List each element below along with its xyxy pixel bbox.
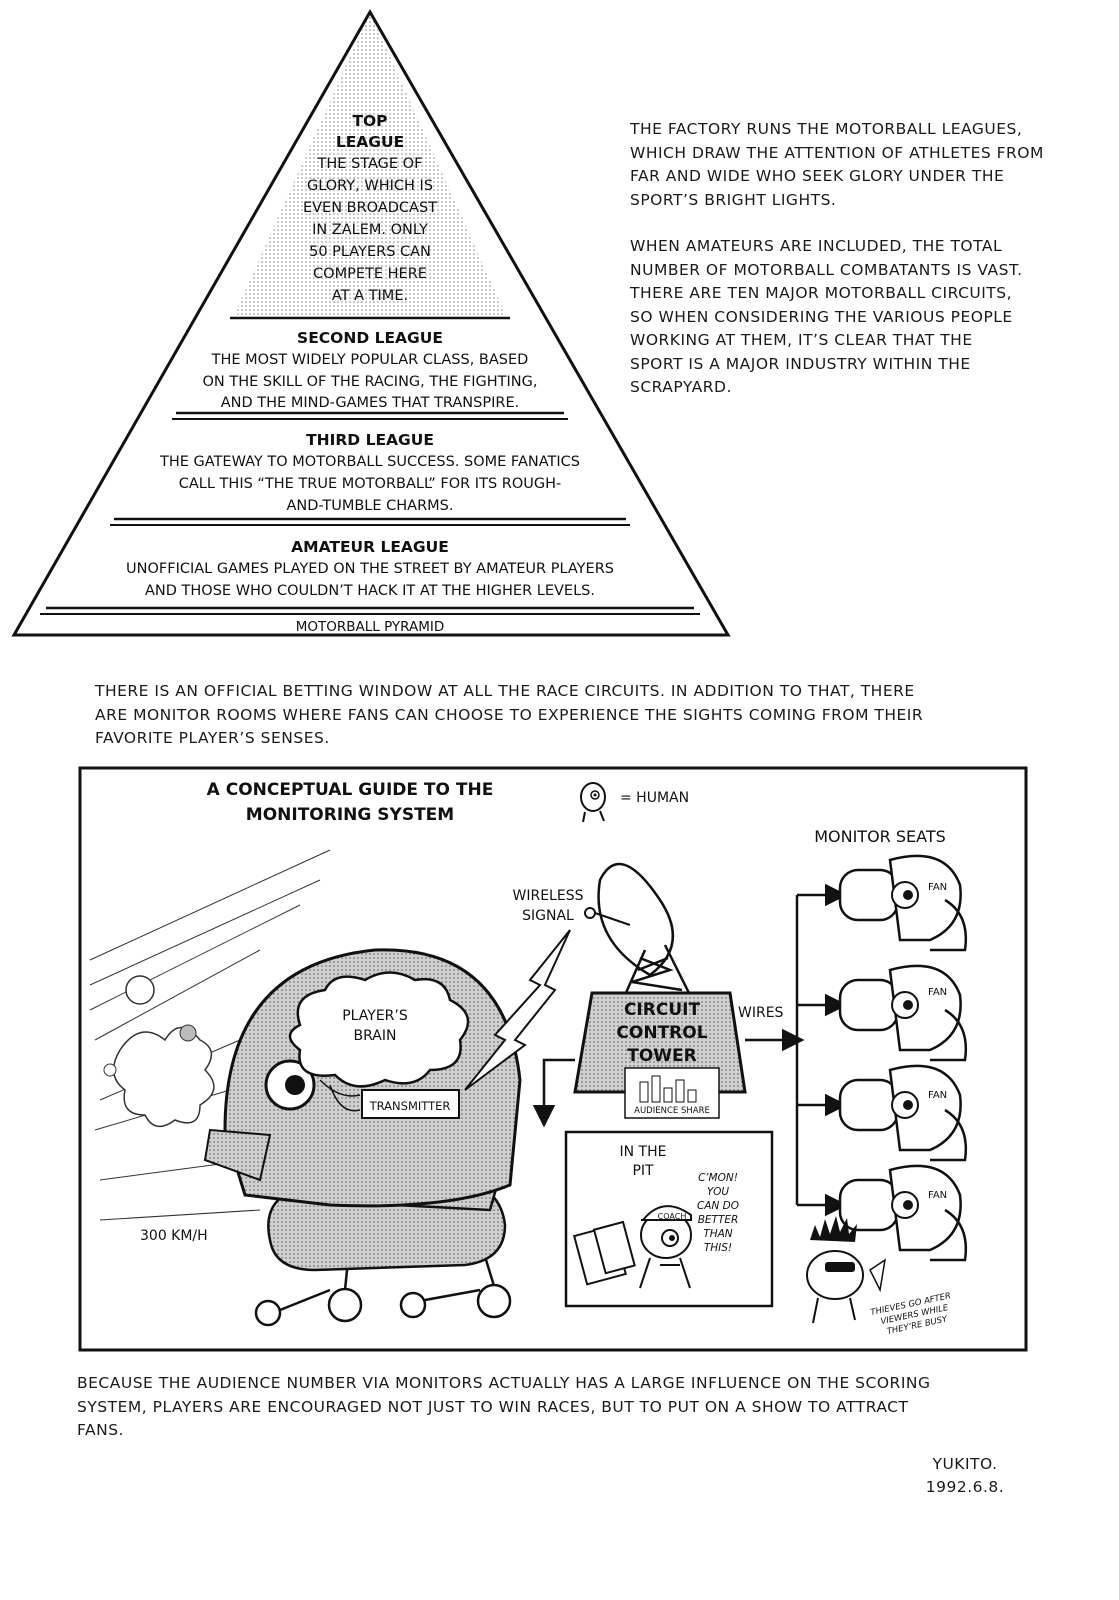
coach-speech-line: YOU (707, 1186, 729, 1198)
wireless-label: WIRELESS (513, 888, 584, 904)
coach-speech: C’MON! YOU CAN DO BETTER THAN THIS! (697, 1172, 739, 1254)
top-league-desc: COMPETE HERE (313, 266, 427, 282)
coach-speech-line: BETTER (698, 1214, 739, 1226)
tower-label: CONTROL (616, 1023, 707, 1043)
fan-label: FAN (928, 1090, 947, 1101)
thief (806, 1216, 887, 1324)
tower-label: CIRCUIT (624, 1000, 700, 1020)
third-league-desc: THE GATEWAY TO MOTORBALL SUCCESS. SOME F… (159, 454, 580, 470)
footer-paragraph: BECAUSE THE AUDIENCE NUMBER VIA MONITORS… (77, 1374, 931, 1439)
fan-label: FAN (928, 1190, 947, 1201)
player-robot (203, 948, 522, 1327)
explosion-debris (103, 975, 215, 1128)
coach-speech-line: CAN DO (697, 1200, 739, 1212)
pit-monitor (572, 1220, 636, 1286)
coach (639, 1205, 692, 1289)
wireless-bolt (464, 929, 571, 1091)
pit-label: IN THE (620, 1144, 667, 1160)
satellite-dish-tower (584, 862, 692, 996)
monitor-seats-label: MONITOR SEATS (814, 827, 946, 846)
pit-label: PIT (632, 1163, 654, 1179)
fan-seat (838, 964, 968, 1062)
intro-paragraph-1: THE FACTORY RUNS THE MOTORBALL LEAGUES, … (630, 120, 1044, 209)
top-league-desc: 50 PLAYERS CAN (309, 244, 431, 260)
tower-label: TOWER (627, 1046, 697, 1066)
top-league-desc: EVEN BROADCAST (303, 200, 437, 216)
human-legend-icon (580, 782, 606, 823)
amateur-league-desc: UNOFFICIAL GAMES PLAYED ON THE STREET BY… (126, 561, 614, 577)
third-league-desc: CALL THIS “THE TRUE MOTORBALL” FOR ITS R… (179, 476, 561, 492)
top-league-desc: AT A TIME. (332, 288, 408, 304)
player-brain (288, 971, 470, 1088)
pyramid-outline (11, 8, 731, 637)
betting-paragraph: THERE IS AN OFFICIAL BETTING WINDOW AT A… (95, 682, 924, 747)
diagram-title: MONITORING SYSTEM (246, 805, 454, 825)
transmitter-label: TRANSMITTER (369, 1099, 451, 1113)
brain-label: PLAYER’S (342, 1008, 408, 1024)
third-league-desc: AND-TUMBLE CHARMS. (287, 498, 454, 514)
signature-date: 1992.6.8. (925, 1478, 1005, 1496)
second-league-title: SECOND LEAGUE (297, 329, 443, 347)
coach-label: COACH (658, 1212, 687, 1221)
pyramid-caption: MOTORBALL PYRAMID (296, 619, 445, 635)
top-league-desc: THE STAGE OF (317, 156, 423, 172)
coach-speech-line: C’MON! (698, 1172, 738, 1184)
fan-seat (838, 1064, 968, 1162)
signature-name: YUKITO. (932, 1455, 998, 1473)
diagram-title: A CONCEPTUAL GUIDE TO THE (207, 780, 494, 800)
intro-paragraph-2: WHEN AMATEURS ARE INCLUDED, THE TOTAL NU… (630, 237, 1023, 396)
amateur-league-title: AMATEUR LEAGUE (291, 538, 449, 556)
coach-speech-line: THIS! (704, 1242, 732, 1254)
fan-seat (838, 854, 968, 952)
third-league-title: THIRD LEAGUE (306, 431, 434, 449)
monitoring-system-diagram: A CONCEPTUAL GUIDE TO THE MONITORING SYS… (78, 766, 1028, 1352)
brain-label: BRAIN (354, 1028, 397, 1044)
second-league-desc: ON THE SKILL OF THE RACING, THE FIGHTING… (202, 374, 537, 390)
audience-share-label: AUDIENCE SHARE (634, 1106, 710, 1116)
fan-seat (838, 1164, 968, 1262)
top-league-desc: GLORY, WHICH IS (307, 178, 433, 194)
top-league-title: LEAGUE (336, 133, 404, 151)
top-league-title: TOP (352, 112, 387, 130)
second-league-desc: THE MOST WIDELY POPULAR CLASS, BASED (211, 352, 529, 368)
fan-label: FAN (928, 882, 947, 893)
top-league-tier (233, 12, 507, 318)
fan-label: FAN (928, 987, 947, 998)
top-league-desc: IN ZALEM. ONLY (312, 222, 428, 238)
wireless-label: SIGNAL (522, 908, 574, 924)
speed-label: 300 KM/H (140, 1228, 208, 1244)
amateur-league-desc: AND THOSE WHO COULDN’T HACK IT AT THE HI… (145, 583, 595, 599)
legend-label: = HUMAN (620, 790, 689, 806)
transmitter-box (361, 1089, 460, 1119)
wires (532, 883, 848, 1217)
second-league-desc: AND THE MIND-GAMES THAT TRANSPIRE. (221, 395, 519, 411)
wires-label: WIRES (738, 1005, 784, 1021)
coach-speech-line: THAN (703, 1228, 732, 1240)
motorball-pyramid: TOP LEAGUE THE STAGE OF GLORY, WHICH IS … (11, 8, 731, 637)
